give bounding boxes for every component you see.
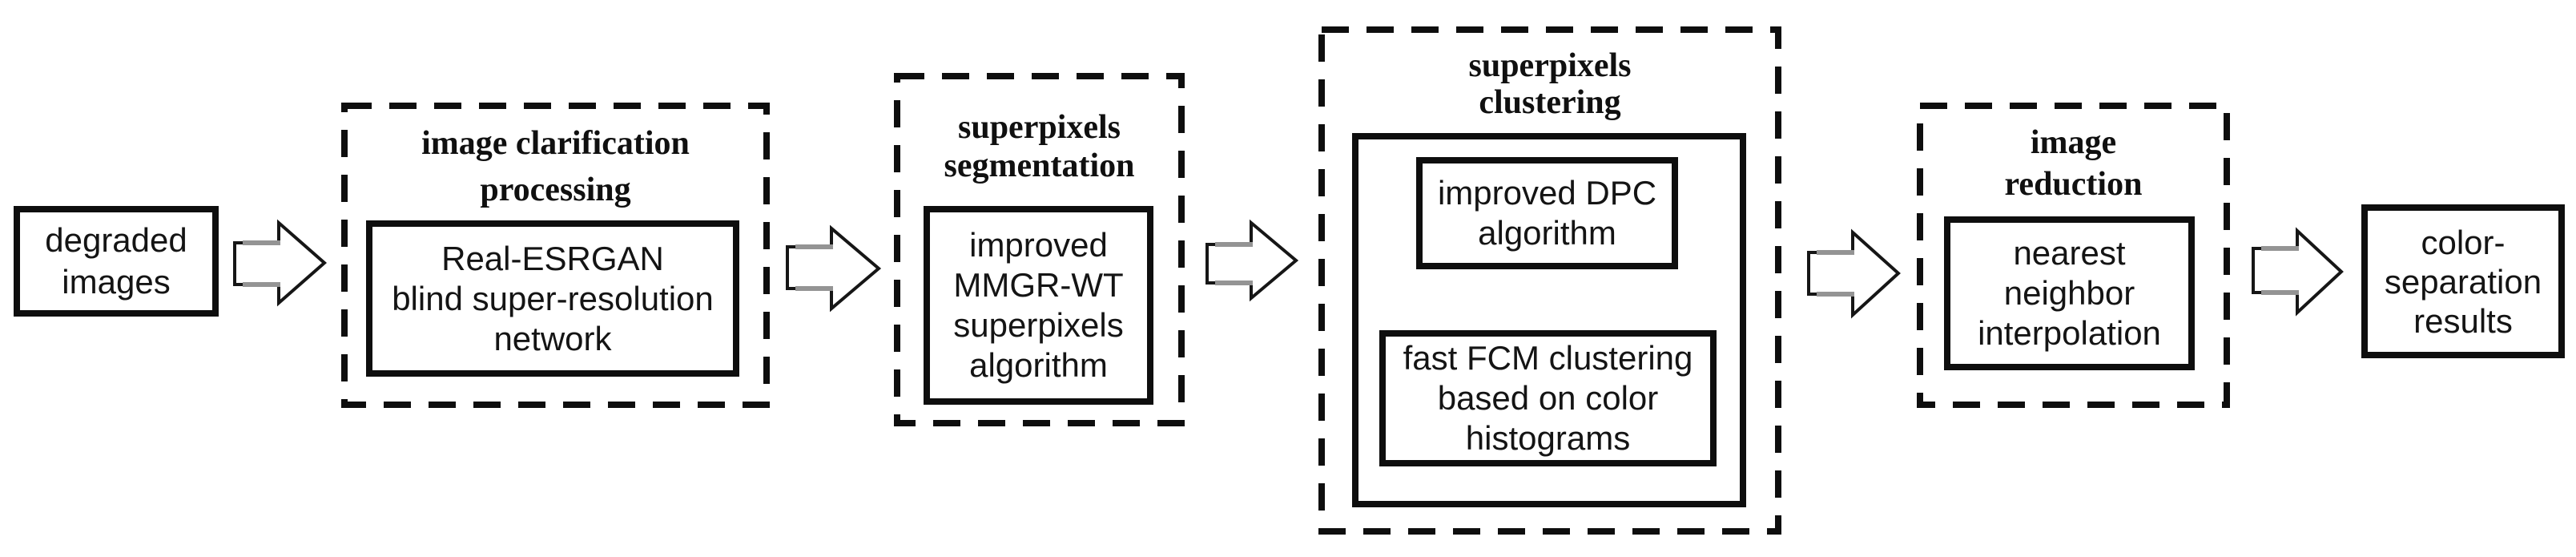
reduction-group-title: image reduction (2004, 124, 2143, 203)
segmentation-group-title: superpixels segmentation (944, 109, 1135, 184)
flow-arrow-2 (786, 224, 882, 313)
node-real-esrgan-network: Real-ESRGAN blind super-resolution netwo… (366, 220, 739, 377)
flow-arrow-3 (1205, 219, 1299, 302)
segmentation-group-dashed-border (894, 73, 1185, 426)
flow-arrow-1 (233, 219, 328, 307)
node-mmgr-wt-superpixels: improved MMGR-WT superpixels algorithm (924, 206, 1153, 405)
node-fast-fcm-clustering: fast FCM clustering based on color histo… (1379, 330, 1717, 466)
reduction-group-dashed-border (1917, 103, 2230, 408)
node-improved-dpc: improved DPC algorithm (1416, 157, 1678, 269)
clarification-group-title: image clarification processing (421, 125, 690, 208)
clustering-group-dashed-border (1318, 26, 1781, 535)
node-nearest-neighbor: nearest neighbor interpolation (1944, 216, 2195, 370)
node-color-separation-results: color- separation results (2361, 204, 2565, 358)
flow-arrow-5 (2252, 227, 2344, 317)
clustering-group-title: superpixels clustering (1468, 47, 1632, 121)
node-degraded-images: degraded images (14, 206, 219, 317)
flow-arrow-4 (1807, 228, 1901, 319)
